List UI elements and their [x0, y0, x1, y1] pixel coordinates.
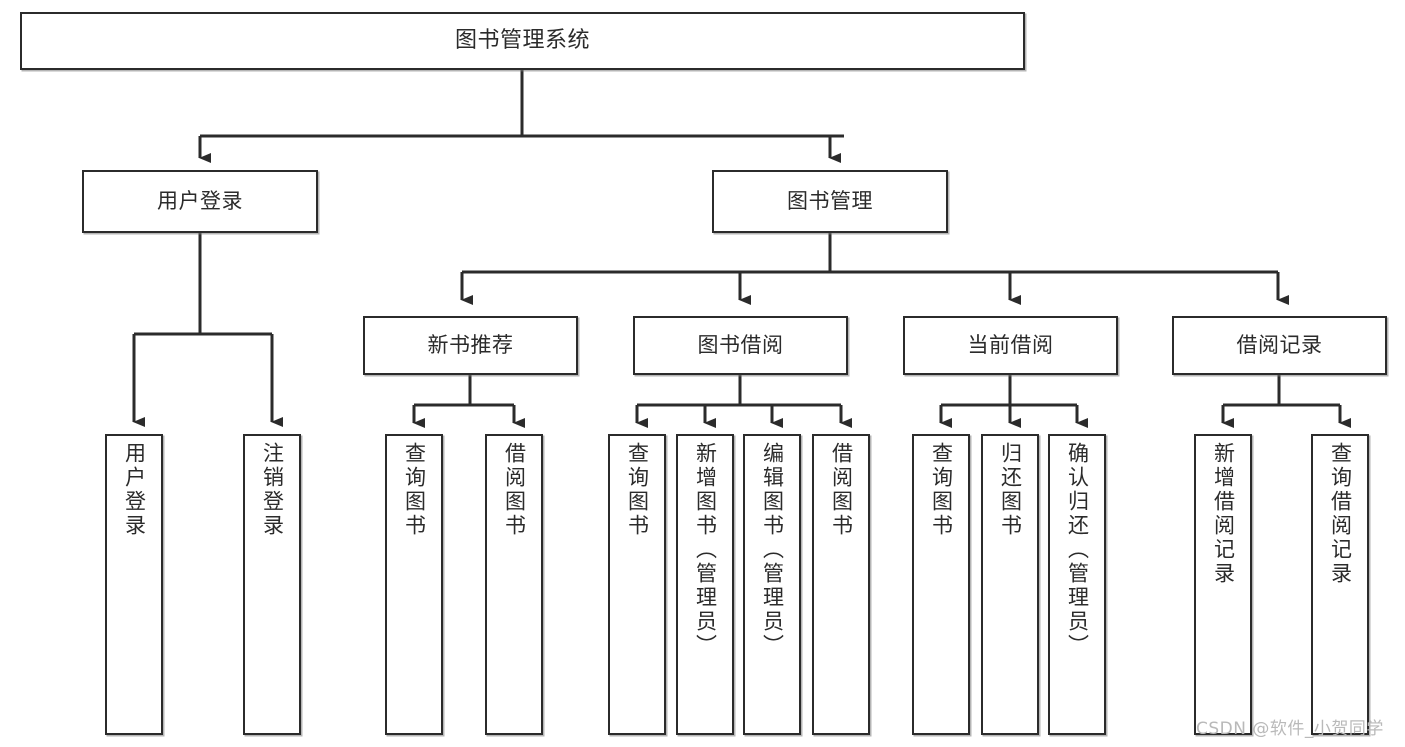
node-label: 注销登录 [260, 442, 285, 538]
node-label: 图书管理系统 [454, 27, 590, 53]
node-borrow-record[interactable]: 借阅记录 [1172, 316, 1387, 375]
node-label: 新增图书（管理员） [693, 442, 718, 658]
leaf-query-book-borrow[interactable]: 查询图书 [608, 434, 666, 735]
node-label: 图书管理 [787, 188, 873, 213]
leaf-confirm-return[interactable]: 确认归还（管理员） [1048, 434, 1106, 735]
node-label: 编辑图书（管理员） [760, 442, 785, 658]
node-label: 借阅记录 [1236, 332, 1323, 357]
node-label: 确认归还（管理员） [1065, 442, 1090, 658]
node-label: 查询图书 [402, 442, 427, 538]
node-label: 用户登录 [122, 442, 147, 538]
node-label: 借阅图书 [829, 442, 854, 538]
leaf-query-book-current[interactable]: 查询图书 [912, 434, 970, 735]
watermark-text: CSDN @软件_小贺同学 [1196, 719, 1384, 739]
leaf-query-book-recommend[interactable]: 查询图书 [385, 434, 443, 735]
leaf-user-login[interactable]: 用户登录 [105, 434, 163, 735]
node-new-book-recommend[interactable]: 新书推荐 [363, 316, 578, 375]
leaf-logout-login[interactable]: 注销登录 [243, 434, 301, 735]
node-user-login[interactable]: 用户登录 [82, 170, 318, 233]
node-label: 用户登录 [157, 188, 243, 213]
leaf-borrow-book-recommend[interactable]: 借阅图书 [485, 434, 543, 735]
leaf-return-book[interactable]: 归还图书 [981, 434, 1039, 735]
node-label: 查询借阅记录 [1328, 442, 1353, 586]
leaf-borrow-book[interactable]: 借阅图书 [812, 434, 870, 735]
leaf-query-borrow-record[interactable]: 查询借阅记录 [1311, 434, 1369, 735]
node-label: 图书借阅 [697, 332, 784, 357]
leaf-edit-book[interactable]: 编辑图书（管理员） [743, 434, 801, 735]
node-book-manage[interactable]: 图书管理 [712, 170, 948, 233]
node-label: 新增借阅记录 [1211, 442, 1236, 586]
node-root-system[interactable]: 图书管理系统 [20, 12, 1025, 70]
leaf-add-book[interactable]: 新增图书（管理员） [676, 434, 734, 735]
node-label: 查询图书 [929, 442, 954, 538]
leaf-add-borrow-record[interactable]: 新增借阅记录 [1194, 434, 1252, 735]
node-current-borrow[interactable]: 当前借阅 [903, 316, 1118, 375]
node-label: 借阅图书 [502, 442, 527, 538]
node-label: 当前借阅 [967, 332, 1054, 357]
node-label: 查询图书 [625, 442, 650, 538]
node-label: 新书推荐 [427, 332, 514, 357]
node-book-borrow[interactable]: 图书借阅 [633, 316, 848, 375]
node-label: 归还图书 [998, 442, 1023, 538]
